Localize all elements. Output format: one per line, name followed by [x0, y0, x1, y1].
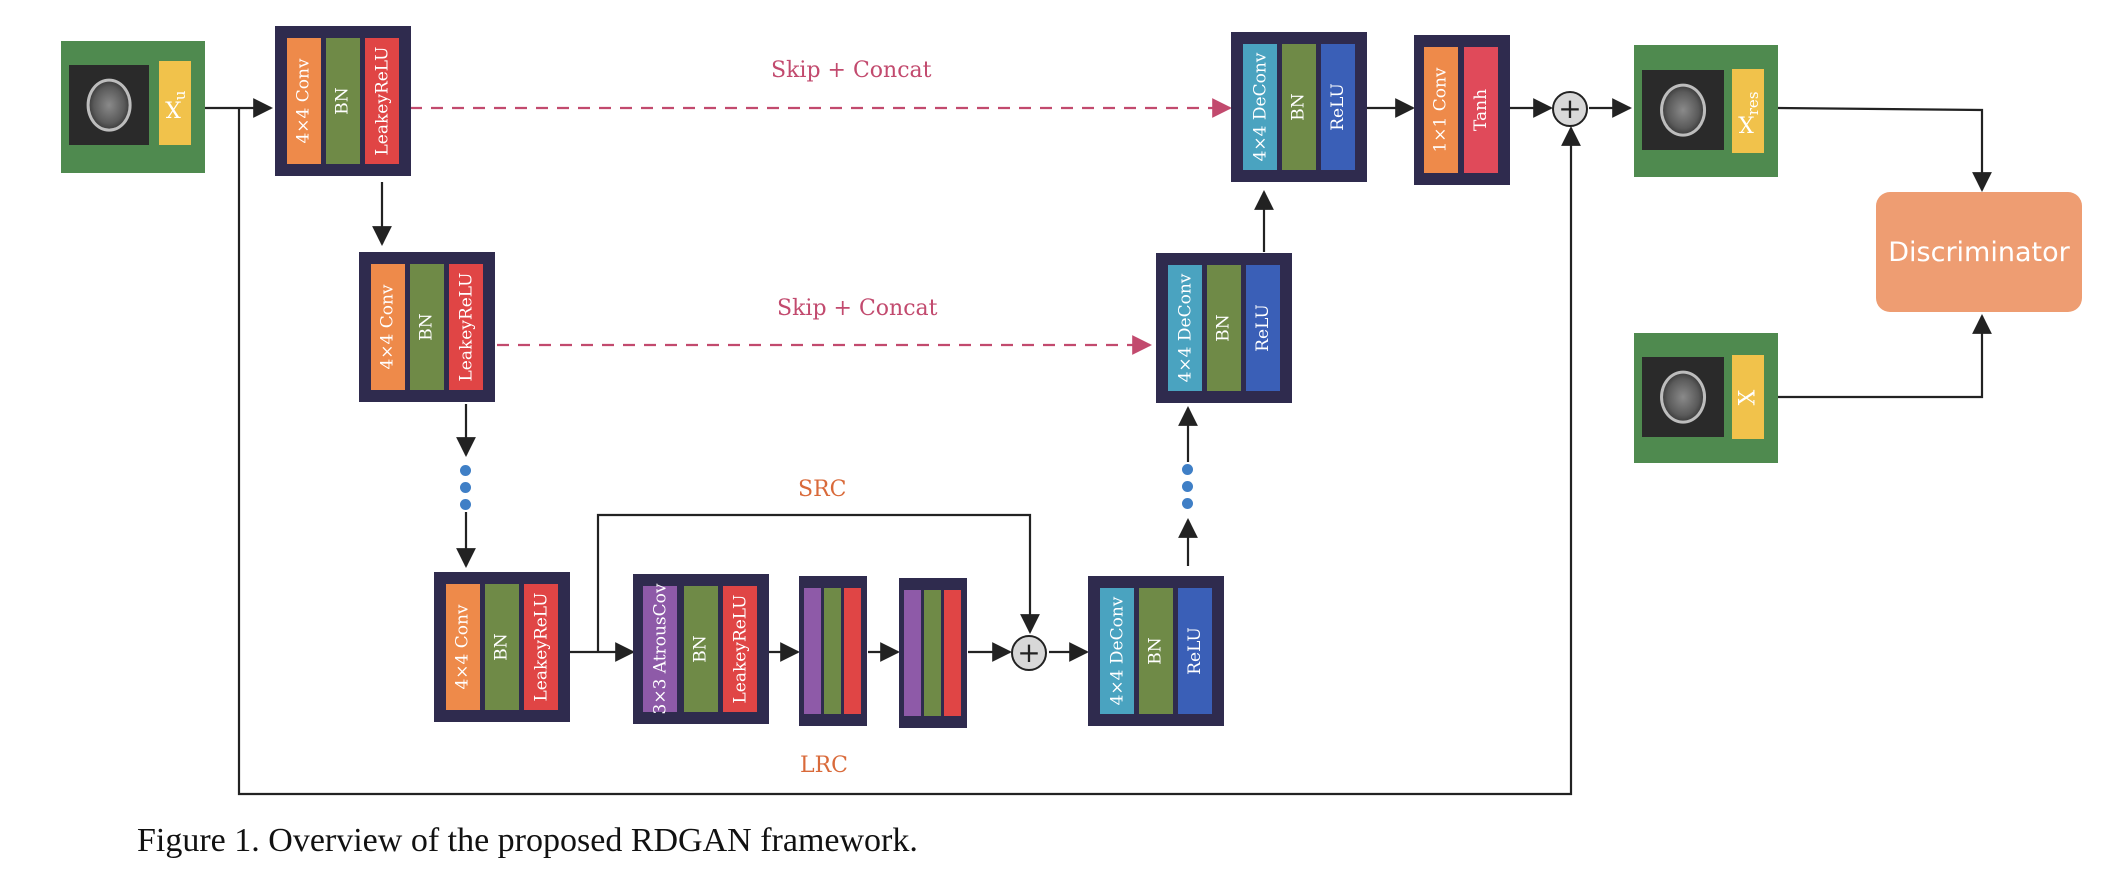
- x-label: X: [1735, 389, 1761, 405]
- relu-layer: ReLU: [1178, 588, 1212, 714]
- encoder-block-3: 4×4 Conv BN LeakeyReLU: [434, 572, 570, 722]
- layer-label: 4×4 DeConv: [1250, 52, 1271, 162]
- layer-label: BN: [333, 87, 353, 115]
- atrous-conv-layer: [804, 588, 821, 714]
- leakyrelu-layer: [844, 588, 861, 714]
- xres-label-bar: Xres: [1732, 69, 1764, 153]
- layer-label: 4×4 Conv: [294, 58, 315, 144]
- atrous-conv-layer: 3×3 AtrousCov: [643, 583, 677, 715]
- plus-symbol: +: [1017, 636, 1041, 669]
- atrous-block: 3×3 AtrousCov BN LeakeyReLU: [633, 574, 769, 724]
- input-xu-panel: Xu: [61, 41, 205, 173]
- bn-layer: BN: [1282, 44, 1316, 170]
- layer-label: ReLU: [1253, 304, 1274, 352]
- layer-label: 4×4 DeConv: [1107, 596, 1128, 706]
- layer-label: 4×4 DeConv: [1175, 273, 1196, 383]
- deconv-layer: 4×4 DeConv: [1100, 588, 1134, 714]
- bn-layer: BN: [1207, 265, 1241, 391]
- brain-image: [69, 65, 149, 145]
- layer-label: BN: [492, 633, 512, 661]
- bn-layer: BN: [410, 264, 444, 390]
- leakyrelu-layer: [944, 590, 961, 716]
- bn-layer: BN: [1139, 588, 1173, 714]
- atrous-conv-layer: [904, 590, 921, 716]
- src-label: SRC: [798, 477, 847, 502]
- lrc-label: LRC: [800, 753, 849, 778]
- relu-layer: ReLU: [1246, 265, 1280, 391]
- output-block: 1×1 Conv Tanh: [1414, 35, 1510, 185]
- bn-layer: BN: [684, 586, 718, 712]
- layer-label: Tanh: [1471, 88, 1491, 132]
- layer-label: BN: [1146, 637, 1166, 665]
- layer-label: 3×3 AtrousCov: [650, 583, 671, 715]
- conv-layer: 4×4 Conv: [446, 584, 480, 710]
- layer-label: LeakeyReLU: [531, 592, 551, 702]
- layer-label: ReLU: [1185, 627, 1206, 675]
- bn-layer: [824, 588, 841, 714]
- decoder-block-3: 4×4 DeConv BN ReLU: [1088, 576, 1224, 726]
- layer-label: LeakeyReLU: [730, 594, 750, 704]
- atrous-block-small-2: [899, 578, 967, 728]
- leakyrelu-layer: LeakeyReLU: [524, 584, 558, 710]
- skip-concat-label-1: Skip + Concat: [771, 58, 932, 83]
- layer-label: BN: [417, 313, 437, 341]
- bn-layer: BN: [326, 38, 360, 164]
- layer-label: LeakeyReLU: [456, 272, 476, 382]
- layer-label: 4×4 Conv: [378, 284, 399, 370]
- leakyrelu-layer: LeakeyReLU: [365, 38, 399, 164]
- skip-concat-label-2: Skip + Concat: [777, 296, 938, 321]
- decoder-block-2: 4×4 DeConv BN ReLU: [1156, 253, 1292, 403]
- bn-layer: BN: [485, 584, 519, 710]
- add-operator-src: +: [1011, 635, 1047, 671]
- brain-image: [1642, 357, 1724, 437]
- conv-layer: 4×4 Conv: [371, 264, 405, 390]
- leakyrelu-layer: LeakeyReLU: [723, 586, 757, 712]
- conv1x1-layer: 1×1 Conv: [1424, 47, 1458, 173]
- deconv-layer: 4×4 DeConv: [1243, 44, 1277, 170]
- x-label-bar: X: [1732, 355, 1764, 439]
- deconv-layer: 4×4 DeConv: [1168, 265, 1202, 391]
- xres-label: X: [1738, 110, 1755, 136]
- real-x-panel: X: [1634, 333, 1778, 463]
- decoder-block-1: 4×4 DeConv BN ReLU: [1231, 32, 1367, 182]
- layer-label: BN: [1289, 93, 1309, 121]
- bn-layer: [924, 590, 941, 716]
- figure-caption: Figure 1. Overview of the proposed RDGAN…: [137, 822, 918, 859]
- layer-label: LeakeyReLU: [372, 46, 392, 156]
- encoder-block-2: 4×4 Conv BN LeakeyReLU: [359, 252, 495, 402]
- layer-label: BN: [691, 635, 711, 663]
- atrous-block-small-1: [799, 576, 867, 726]
- layer-label: BN: [1214, 314, 1234, 342]
- layer-label: ReLU: [1328, 83, 1349, 131]
- layer-label: 1×1 Conv: [1431, 67, 1452, 153]
- xu-label: X: [165, 95, 182, 121]
- discriminator-box: Discriminator: [1876, 192, 2082, 312]
- conv-layer: 4×4 Conv: [287, 38, 321, 164]
- ellipsis-dots-decoder: [1182, 464, 1194, 515]
- encoder-block-1: 4×4 Conv BN LeakeyReLU: [275, 26, 411, 176]
- output-xres-panel: Xres: [1634, 45, 1778, 177]
- relu-layer: ReLU: [1321, 44, 1355, 170]
- brain-image: [1642, 70, 1724, 150]
- ellipsis-dots-encoder: [460, 465, 472, 516]
- tanh-layer: Tanh: [1464, 47, 1498, 173]
- plus-symbol: +: [1558, 92, 1582, 125]
- layer-label: 4×4 Conv: [453, 604, 474, 690]
- add-operator-lrc: +: [1552, 91, 1588, 127]
- xu-label-bar: Xu: [159, 61, 191, 145]
- leakyrelu-layer: LeakeyReLU: [449, 264, 483, 390]
